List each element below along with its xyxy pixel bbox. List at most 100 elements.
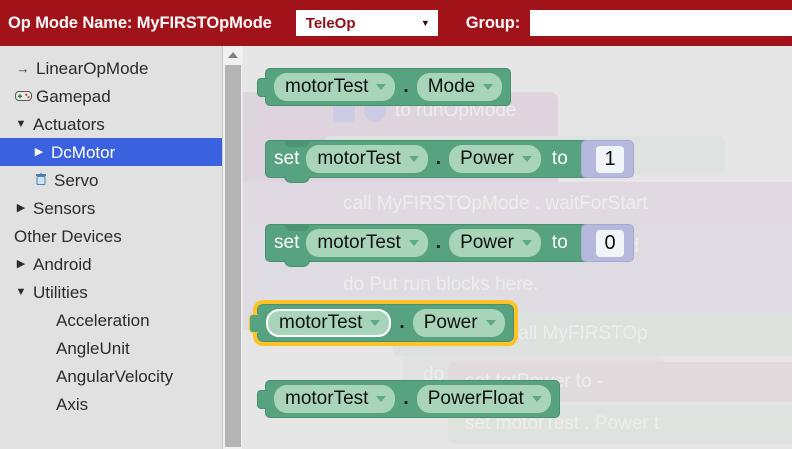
triangle-right-icon[interactable]: ▶ xyxy=(16,257,26,270)
sidebar-item-android[interactable]: ▶ Android xyxy=(0,250,222,278)
number-block[interactable]: 0 xyxy=(581,224,634,262)
sidebar-item-acceleration[interactable]: Acceleration xyxy=(0,306,222,334)
ghost-block: call MyFIRSTOpMode . waitForStart xyxy=(333,184,658,224)
number-block[interactable]: 1 xyxy=(581,140,634,178)
dropdown-value: motorTest xyxy=(279,312,363,333)
triangle-up-icon xyxy=(228,51,238,58)
number-input[interactable]: 1 xyxy=(596,145,624,173)
bottom-notch xyxy=(284,176,310,183)
dropdown-value: motorTest xyxy=(317,232,401,253)
sidebar-item-axis[interactable]: Axis xyxy=(0,390,222,418)
chevron-down-icon: ▼ xyxy=(420,17,430,28)
gamepad-icon xyxy=(14,90,32,102)
dropdown-value: Mode xyxy=(427,76,476,97)
scroll-up-button[interactable] xyxy=(223,46,243,63)
triangle-right-icon[interactable]: ▶ xyxy=(34,145,44,158)
dropdown-value: Power xyxy=(460,148,514,169)
sidebar-item-actuators[interactable]: ▼ Actuators xyxy=(0,110,222,138)
opmode-header-bar: Op Mode Name: MyFIRSTOpMode TeleOp ▼ Gro… xyxy=(0,0,792,46)
flyout-block[interactable]: motorTest.PowerFloat xyxy=(257,380,560,418)
chevron-down-icon xyxy=(483,84,494,90)
blocks-workspace[interactable]: to runOpMode Put initialization blocks h… xyxy=(243,46,792,449)
block-keyword: set xyxy=(274,148,300,169)
ghost-block xyxy=(243,182,792,226)
flyout-block[interactable]: set motorTest. Power to xyxy=(265,140,595,183)
sidebar-item-label: Servo xyxy=(54,170,99,190)
dropdown-field-motortest[interactable]: motorTest xyxy=(266,309,392,337)
dropdown-field-powerfloat[interactable]: PowerFloat xyxy=(416,385,551,413)
dropdown-field-mode[interactable]: Mode xyxy=(416,73,503,101)
member-dot: . xyxy=(435,148,442,169)
output-plug xyxy=(257,78,266,97)
dropdown-field-motortest[interactable]: motorTest xyxy=(306,229,428,257)
chevron-down-icon xyxy=(521,240,532,246)
sidebar-item-angularvelocity[interactable]: AngularVelocity xyxy=(0,362,222,390)
sidebar-item-gamepad[interactable]: Gamepad xyxy=(0,82,222,110)
group-label: Group: xyxy=(465,13,521,32)
member-dot: . xyxy=(435,232,442,253)
member-dot: . xyxy=(403,76,409,97)
sidebar-item-servo[interactable]: Servo xyxy=(0,166,222,194)
dropdown-value: PowerFloat xyxy=(427,388,524,409)
triangle-down-icon[interactable]: ▼ xyxy=(15,117,27,130)
ghost-text: do Put run blocks here. xyxy=(343,274,539,295)
sidebar-item-linearopmode[interactable]: → LinearOpMode xyxy=(0,54,222,82)
dropdown-field-motortest[interactable]: motorTest xyxy=(306,145,428,173)
sidebar-item-utilities[interactable]: ▼ Utilities xyxy=(0,278,222,306)
sidebar-item-label: Actuators xyxy=(33,114,105,134)
arrow-right-icon: → xyxy=(16,60,30,76)
sidebar-item-label: LinearOpMode xyxy=(36,58,149,78)
scrollbar-thumb[interactable] xyxy=(225,65,241,447)
chevron-down-icon xyxy=(531,396,542,402)
sidebar-item-label: Sensors xyxy=(33,198,96,218)
dropdown-field-power[interactable]: Power xyxy=(449,145,541,173)
block-keyword: set xyxy=(274,232,300,253)
ghost-block: do Put run blocks here. xyxy=(333,268,548,302)
chevron-down-icon xyxy=(376,396,387,402)
chevron-down-icon xyxy=(521,156,532,162)
sidebar-item-dcmotor[interactable]: ▶ DcMotor xyxy=(0,138,222,166)
sidebar-item-angleunit[interactable]: AngleUnit xyxy=(0,334,222,362)
to-keyword: to xyxy=(551,148,568,169)
top-notch xyxy=(284,140,310,147)
sidebar-item-label: AngularVelocity xyxy=(56,366,174,386)
sidebar-item-label: Gamepad xyxy=(36,86,111,106)
output-plug xyxy=(249,314,258,333)
sidebar-item-label: Other Devices xyxy=(14,226,122,246)
chevron-down-icon xyxy=(370,320,381,326)
sidebar-item-other-devices[interactable]: Other Devices xyxy=(0,222,222,250)
sidebar-item-label: Axis xyxy=(56,394,89,414)
toolbox-scrollbar[interactable] xyxy=(222,46,243,449)
dropdown-value: Power xyxy=(423,312,478,333)
triangle-down-icon[interactable]: ▼ xyxy=(15,285,27,298)
dropdown-value: motorTest xyxy=(317,148,401,169)
number-input[interactable]: 0 xyxy=(596,229,624,257)
dropdown-value: Power xyxy=(460,232,514,253)
dropdown-field-power[interactable]: Power xyxy=(449,229,541,257)
servo-icon xyxy=(32,173,50,187)
dropdown-field-power[interactable]: Power xyxy=(412,309,505,337)
sidebar-item-sensors[interactable]: ▶ Sensors xyxy=(0,194,222,222)
flyout-block[interactable]: motorTest. Mode xyxy=(257,68,512,106)
sidebar-item-label: Utilities xyxy=(33,282,88,302)
chevron-down-icon xyxy=(408,156,419,162)
chevron-down-icon xyxy=(485,320,496,326)
opmode-type-value: TeleOp xyxy=(305,14,356,32)
dropdown-field-motortest[interactable]: motorTest xyxy=(274,385,396,413)
triangle-right-icon[interactable]: ▶ xyxy=(16,201,26,214)
group-input[interactable] xyxy=(530,10,792,36)
sidebar-item-label: DcMotor xyxy=(51,142,116,162)
chevron-down-icon xyxy=(408,240,419,246)
sidebar-item-label: AngleUnit xyxy=(56,338,130,358)
sidebar-item-label: Android xyxy=(33,254,92,274)
dropdown-field-motortest[interactable]: motorTest xyxy=(274,73,396,101)
output-plug xyxy=(257,390,266,409)
top-notch xyxy=(284,224,310,231)
bottom-notch xyxy=(284,260,310,267)
ghost-text: call MyFIRSTOpMode . waitForStart xyxy=(343,193,648,214)
opmode-type-select[interactable]: TeleOp ▼ xyxy=(295,10,438,36)
sidebar-item-label: Acceleration xyxy=(56,310,150,330)
flyout-block[interactable]: motorTest.Power xyxy=(249,300,518,346)
